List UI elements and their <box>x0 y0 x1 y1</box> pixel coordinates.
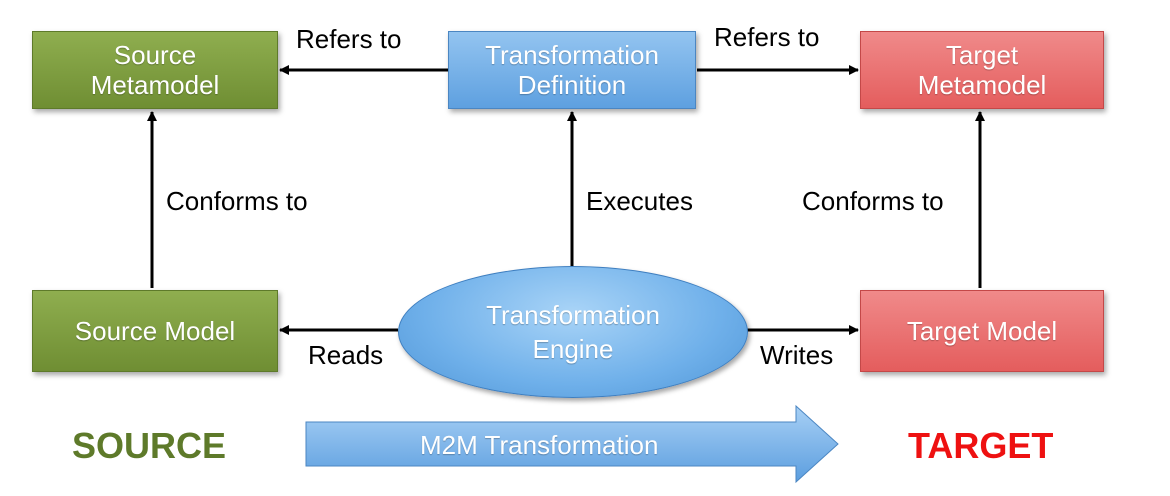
label-reads: Reads <box>308 340 384 370</box>
m2m-transformation-label: M2M Transformation <box>420 430 659 460</box>
source-model-box: Source Model <box>32 290 278 372</box>
label-writes: Writes <box>760 340 834 370</box>
source-label: SOURCE <box>72 425 227 466</box>
target-label: TARGET <box>908 425 1054 466</box>
label-conforms-to-right: Conforms to <box>802 186 944 216</box>
label-refers-to-right: Refers to <box>714 22 820 52</box>
m2m-arrow-shape <box>305 404 839 484</box>
transformation-engine-ellipse: Transformation Engine <box>398 266 748 398</box>
target-metamodel-box: Target Metamodel <box>860 31 1104 109</box>
label-executes: Executes <box>586 186 693 216</box>
source-metamodel-box: Source Metamodel <box>32 31 278 109</box>
label-conforms-to-left: Conforms to <box>166 186 308 216</box>
label-refers-to-left: Refers to <box>296 24 402 54</box>
target-model-box: Target Model <box>860 290 1104 372</box>
transformation-definition-box: Transformation Definition <box>448 31 696 109</box>
